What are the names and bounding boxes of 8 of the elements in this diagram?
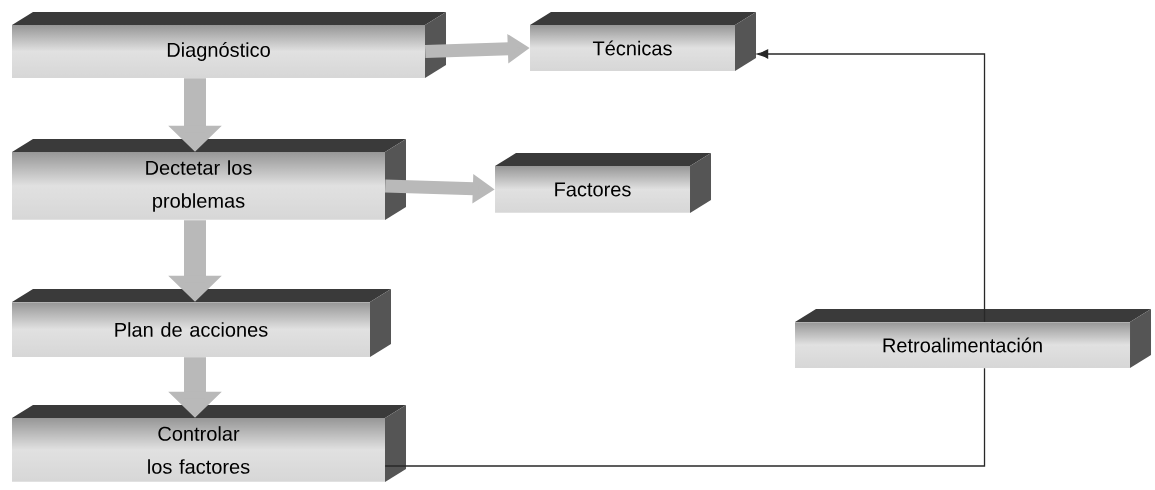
box: Diagnóstico xyxy=(12,12,446,78)
box: Plan de acciones xyxy=(12,289,391,357)
box: Retroalimentación xyxy=(795,309,1151,368)
box: Controlar los factores xyxy=(12,405,406,482)
box: Técnicas xyxy=(530,12,756,71)
box: Factores xyxy=(495,153,711,213)
box: Dectetar los problemas xyxy=(12,139,406,220)
arrow xyxy=(757,49,986,323)
